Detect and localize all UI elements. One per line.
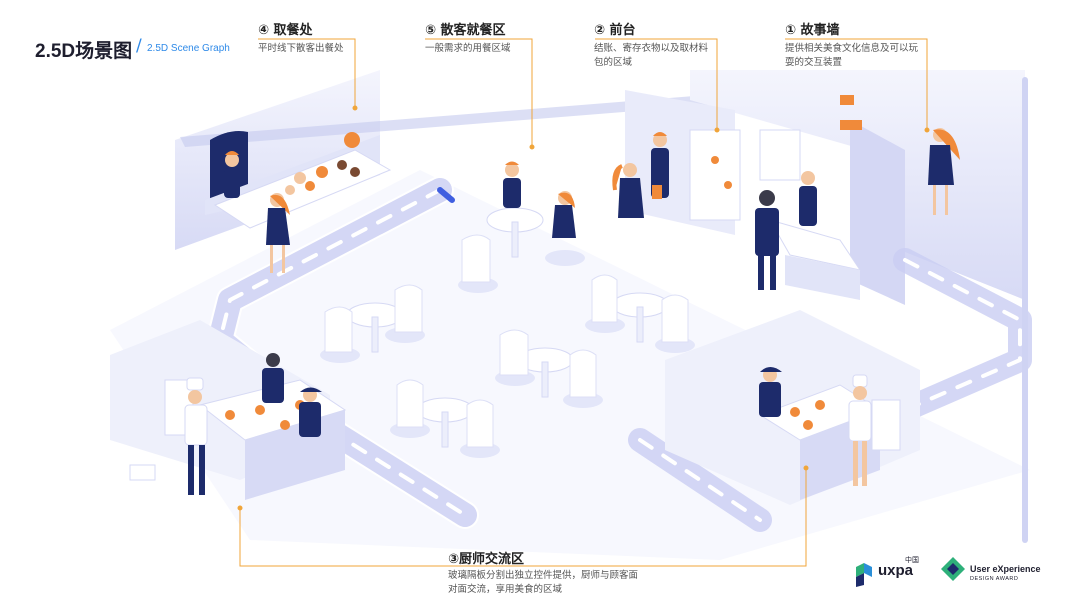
annotation-front-desk: ② 前台 结账、寄存衣物以及取材料 包的区域 xyxy=(594,19,708,70)
ux-award-logo xyxy=(941,557,965,581)
annotation-story-desc-line2: 耍的交互装置 xyxy=(785,57,843,68)
people xyxy=(184,128,960,495)
dining-tables xyxy=(320,207,695,458)
annotation-dining-heading: ⑤ 散客就餐区 xyxy=(425,23,506,38)
ux-award-subtitle: DESIGN AWARD xyxy=(970,576,1019,582)
annotation-chef-desc: 玻璃隔板分割出独立控件提供，厨师与顾客面 对面交流，享用美食的区域 xyxy=(448,569,638,597)
annotation-leader-lines xyxy=(237,38,930,567)
annotation-dining: ⑤ 散客就餐区 一般需求的用餐区域 xyxy=(425,19,511,56)
annotation-front-desc-line2: 包的区域 xyxy=(594,57,633,68)
annotation-front-heading: ② 前台 xyxy=(594,23,636,38)
annotation-story-desc-line1: 提供相关美食文化信息及可以玩 xyxy=(785,43,919,54)
annotation-story-desc: 提供相关美食文化信息及可以玩 耍的交互装置 xyxy=(785,42,918,70)
uxpa-logo-text: uxpa xyxy=(878,562,914,579)
annotation-chef-desc-line1: 玻璃隔板分割出独立控件提供，厨师与顾客面 xyxy=(448,570,639,581)
annotation-pickup: ④ 取餐处 平时线下散客出餐处 xyxy=(258,19,344,56)
pickup-counter xyxy=(213,132,392,229)
annotation-chef-heading: ③厨师交流区 xyxy=(448,552,525,567)
annotation-pickup-desc: 平时线下散客出餐处 xyxy=(258,43,344,54)
page-subtitle: 2.5D Scene Graph xyxy=(147,43,230,54)
uxpa-logo-cn: 中国 xyxy=(905,556,919,564)
front-desk xyxy=(689,95,862,300)
annotation-story-heading: ① 故事墙 xyxy=(785,23,840,38)
title-divider: / xyxy=(136,36,142,56)
annotation-dining-desc: 一般需求的用餐区域 xyxy=(425,43,511,54)
annotation-front-desc: 结账、寄存衣物以及取材料 包的区域 xyxy=(594,42,708,70)
annotation-chef-area: ③厨师交流区 玻璃隔板分割出独立控件提供，厨师与顾客面 对面交流，享用美食的区域 xyxy=(448,548,638,597)
page-title: 2.5D场景图 xyxy=(35,41,133,62)
uxpa-logo xyxy=(856,563,872,587)
annotation-front-desc-line1: 结账、寄存衣物以及取材料 xyxy=(594,43,709,54)
annotation-story-wall: ① 故事墙 提供相关美食文化信息及可以玩 耍的交互装置 xyxy=(785,19,918,70)
annotation-pickup-heading: ④ 取餐处 xyxy=(258,23,313,38)
annotation-chef-desc-line2: 对面交流，享用美食的区域 xyxy=(448,584,563,595)
ux-award-title: User eXperience xyxy=(970,564,1041,574)
